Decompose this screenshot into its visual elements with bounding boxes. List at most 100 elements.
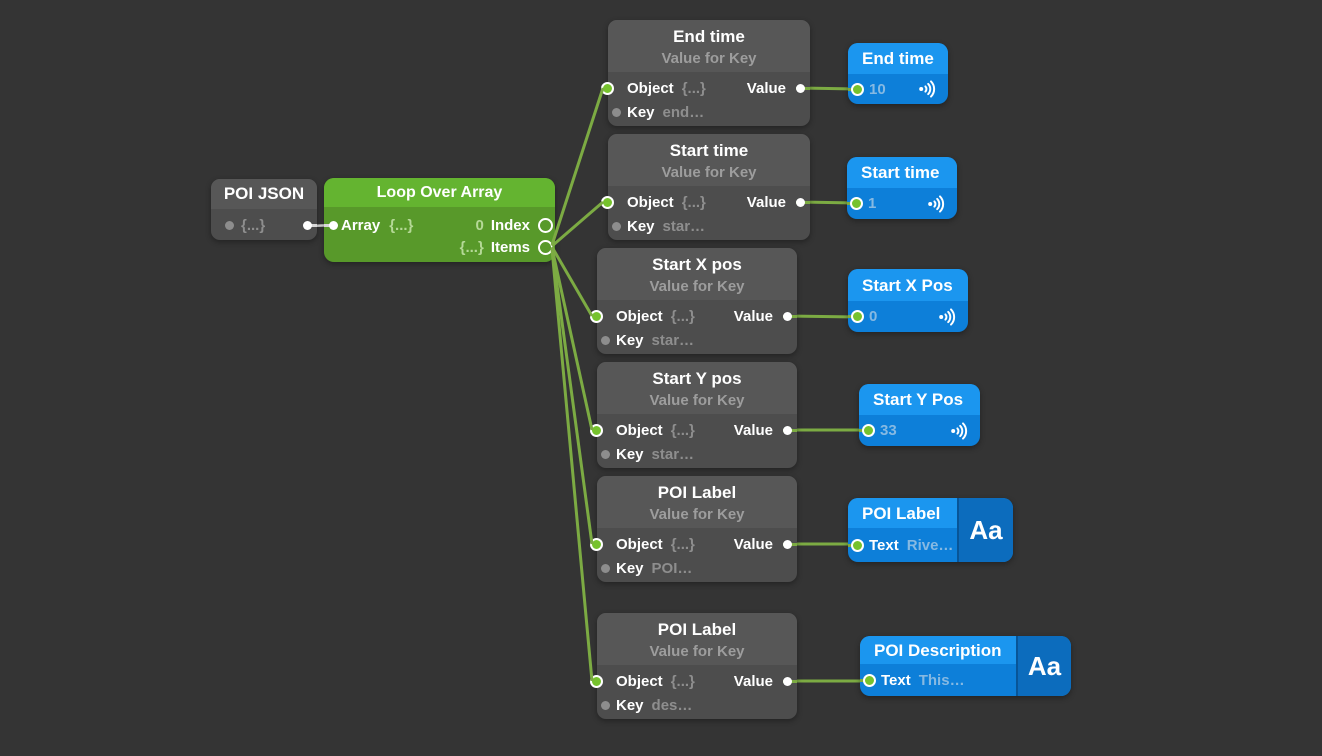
port-value: 33 bbox=[880, 422, 897, 439]
key-input-port[interactable] bbox=[601, 449, 610, 459]
cable[interactable] bbox=[550, 247, 594, 431]
items-output-port[interactable] bbox=[538, 239, 553, 255]
object-input-port[interactable] bbox=[601, 195, 614, 209]
port-value: {...} bbox=[670, 535, 695, 553]
port-label: Index bbox=[490, 216, 530, 234]
key-input-port[interactable] bbox=[612, 221, 621, 231]
port-value: POI… bbox=[651, 559, 693, 577]
node-value-for-key[interactable]: POI Label Value for Key Object {...} Val… bbox=[590, 476, 797, 582]
port-label: Object bbox=[616, 421, 663, 439]
value-input-port[interactable] bbox=[851, 310, 864, 323]
port-label: Items bbox=[490, 238, 530, 256]
node-value-for-key[interactable]: Start X pos Value for Key Object {...} V… bbox=[590, 248, 797, 354]
node-title: End time bbox=[862, 49, 934, 68]
node-header: POI Label Value for Key bbox=[597, 476, 797, 528]
port-row: 33 bbox=[859, 415, 980, 446]
port-label: Key bbox=[627, 217, 655, 235]
port-label: Object bbox=[627, 79, 674, 97]
port-row: Object {...} Value bbox=[601, 190, 810, 214]
cable[interactable] bbox=[786, 314, 858, 319]
array-input-port[interactable] bbox=[329, 220, 338, 230]
node-value-for-key[interactable]: POI Label Value for Key Object {...} Val… bbox=[590, 613, 797, 719]
port-label: Key bbox=[616, 445, 644, 463]
node-loop-over-array[interactable]: Loop Over Array Array {...} 0 Index {...… bbox=[324, 178, 555, 262]
value-output-port[interactable] bbox=[796, 83, 805, 93]
cable[interactable] bbox=[551, 200, 604, 248]
node-value-for-key[interactable]: End time Value for Key Object {...} Valu… bbox=[601, 20, 810, 126]
text-input-port[interactable] bbox=[851, 538, 864, 552]
port-value: star… bbox=[651, 445, 695, 463]
node-header: Loop Over Array bbox=[324, 178, 555, 207]
object-input-port[interactable] bbox=[590, 423, 603, 437]
node-title: POI Label bbox=[862, 503, 941, 523]
port-row: Key end… bbox=[608, 100, 810, 124]
cable[interactable] bbox=[550, 248, 594, 682]
port-value: des… bbox=[651, 696, 693, 714]
port-value: {...} bbox=[241, 216, 266, 234]
value-output-port[interactable] bbox=[783, 311, 792, 321]
object-input-port[interactable] bbox=[590, 537, 603, 551]
port-row: Object {...} Value bbox=[590, 418, 797, 442]
node-header: Start time Value for Key bbox=[608, 134, 810, 186]
port-label: Key bbox=[627, 103, 655, 121]
port-row: Key star… bbox=[597, 328, 797, 352]
node-title: Start time bbox=[861, 163, 940, 182]
cable[interactable] bbox=[550, 87, 605, 246]
port-row: Key star… bbox=[597, 442, 797, 466]
node-title: Start time bbox=[669, 141, 749, 160]
value-output-port[interactable] bbox=[783, 539, 792, 549]
port-value: {...} bbox=[681, 79, 706, 97]
index-output-port[interactable] bbox=[538, 217, 553, 233]
value-input-port[interactable] bbox=[862, 424, 875, 437]
port-label: Value bbox=[733, 307, 773, 325]
node-header: Start Y pos Value for Key bbox=[597, 362, 797, 414]
value-input-port[interactable] bbox=[850, 197, 863, 210]
node-text-broadcaster[interactable]: POI Description Text This… Aa bbox=[860, 636, 1071, 696]
node-wireless-broadcaster[interactable]: Start X Pos 0 bbox=[848, 269, 968, 332]
node-wireless-broadcaster[interactable]: Start Y Pos 33 bbox=[859, 384, 980, 446]
port-value: Rive… bbox=[906, 536, 954, 554]
value-output-port[interactable] bbox=[783, 676, 792, 686]
node-title: Start Y Pos bbox=[873, 390, 964, 409]
port-row: Object {...} Value bbox=[590, 532, 797, 556]
object-input-port[interactable] bbox=[590, 309, 603, 323]
key-input-port[interactable] bbox=[612, 107, 621, 117]
object-input-port[interactable] bbox=[590, 674, 603, 688]
port-label: Value bbox=[733, 421, 773, 439]
node-wireless-broadcaster[interactable]: Start time 1 bbox=[847, 157, 957, 219]
node-value-for-key[interactable]: Start Y pos Value for Key Object {...} V… bbox=[590, 362, 797, 468]
node-text-broadcaster[interactable]: POI Label Text Rive… Aa bbox=[848, 498, 1013, 562]
port-value: {...} bbox=[670, 672, 695, 690]
node-poi-json[interactable]: POI JSON {...} bbox=[211, 179, 317, 240]
node-subtitle: Value for Key bbox=[661, 164, 757, 181]
text-input-port[interactable] bbox=[863, 673, 876, 687]
wireless-broadcast-icon bbox=[939, 307, 956, 326]
port-row: {...} bbox=[211, 213, 317, 237]
node-wireless-broadcaster[interactable]: End time 10 bbox=[848, 43, 948, 104]
port-label: Text bbox=[881, 671, 911, 689]
port-row: Object {...} Value bbox=[590, 669, 797, 693]
port-value: 0 bbox=[475, 216, 484, 234]
port-label: Array bbox=[341, 216, 381, 234]
value-output-port[interactable] bbox=[783, 425, 792, 435]
key-input-port[interactable] bbox=[601, 563, 610, 573]
node-subtitle: Value for Key bbox=[649, 506, 745, 523]
cable[interactable] bbox=[550, 247, 594, 545]
node-subtitle: Value for Key bbox=[661, 50, 757, 67]
object-input-port[interactable] bbox=[601, 81, 614, 95]
port-label: Key bbox=[616, 696, 644, 714]
key-input-port[interactable] bbox=[601, 700, 610, 710]
key-input-port[interactable] bbox=[601, 335, 610, 345]
value-output-port[interactable] bbox=[796, 197, 805, 207]
value-input-port[interactable] bbox=[851, 82, 864, 96]
port-label: Value bbox=[733, 672, 773, 690]
input-port-dot[interactable] bbox=[225, 220, 234, 230]
cable[interactable] bbox=[550, 246, 594, 317]
output-port-dot[interactable] bbox=[303, 220, 312, 230]
text-icon: Aa bbox=[1016, 636, 1071, 696]
port-value: {...} bbox=[681, 193, 706, 211]
node-header: End time bbox=[848, 43, 948, 74]
node-value-for-key[interactable]: Start time Value for Key Object {...} Va… bbox=[601, 134, 810, 240]
port-row: Object {...} Value bbox=[601, 76, 810, 100]
